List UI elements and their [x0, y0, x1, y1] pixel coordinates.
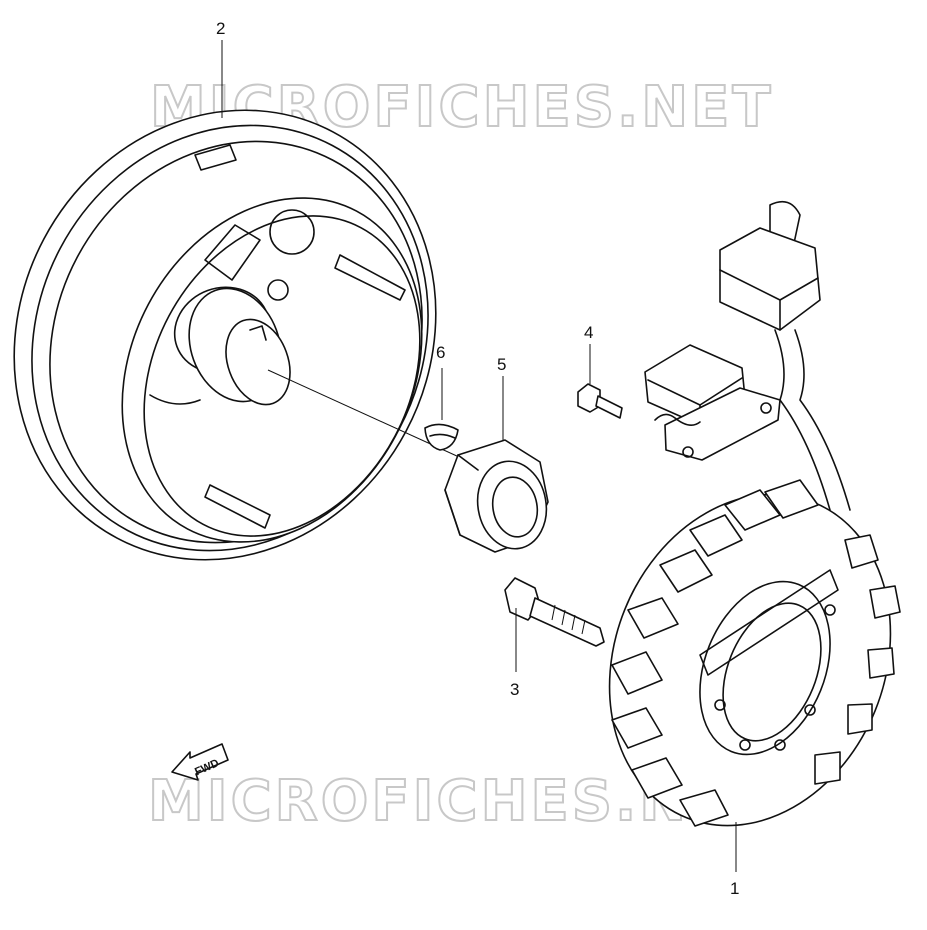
callout-4: 4 — [584, 323, 593, 342]
callout-6: 6 — [436, 343, 445, 362]
stator-assembly[interactable] — [561, 200, 927, 869]
stator-bolt[interactable] — [504, 577, 605, 647]
pickup-screw[interactable] — [577, 383, 623, 419]
callout-2: 2 — [216, 19, 225, 38]
callout-3: 3 — [510, 680, 519, 699]
callout-1: 1 — [730, 879, 739, 898]
rotor-nut[interactable] — [444, 439, 553, 554]
flywheel-rotor[interactable] — [0, 36, 514, 635]
woodruff-key[interactable] — [424, 423, 459, 451]
callout-5: 5 — [497, 355, 506, 374]
